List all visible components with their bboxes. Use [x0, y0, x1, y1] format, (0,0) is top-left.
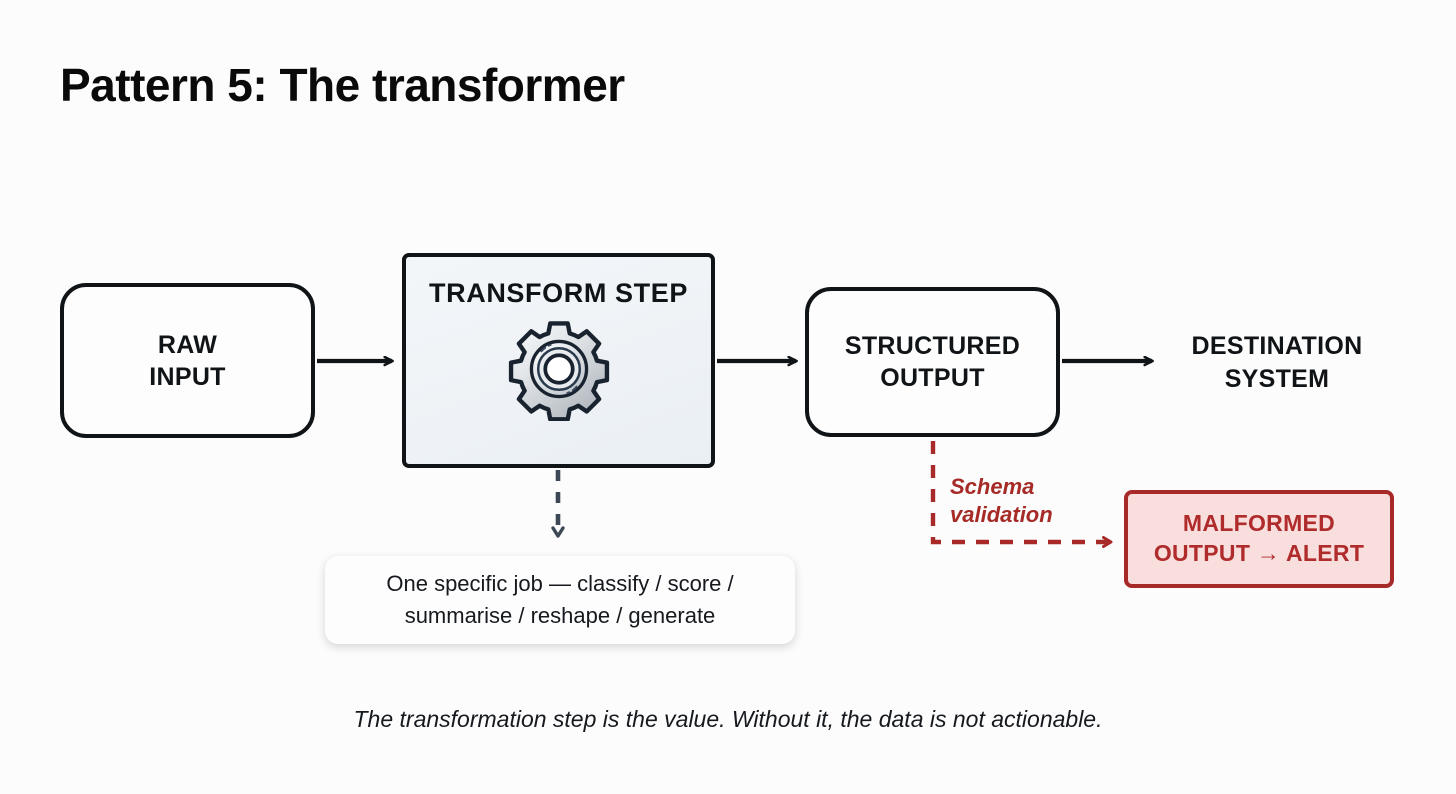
gear-icon — [507, 317, 611, 422]
page-title: Pattern 5: The transformer — [60, 59, 625, 111]
node-malformed-alert-line2: OUTPUT → ALERT — [1153, 540, 1365, 566]
node-destination-system-line2: SYSTEM — [1224, 364, 1330, 393]
node-malformed-alert-line1: MALFORMED — [1182, 510, 1336, 537]
node-structured-output-line1: STRUCTURED — [844, 332, 1021, 360]
node-structured-output[interactable]: STRUCTURED OUTPUT — [805, 287, 1060, 437]
footer-caption: The transformation step is the value. Wi… — [353, 706, 1103, 732]
callout-line2: summarise / reshape / generate — [404, 603, 716, 628]
node-destination-system: DESTINATION SYSTEM — [1162, 330, 1392, 395]
node-raw-input[interactable]: RAW INPUT — [60, 283, 315, 438]
callout-transform-detail: One specific job — classify / score / su… — [325, 556, 795, 644]
node-structured-output-line2: OUTPUT — [880, 364, 985, 392]
node-raw-input-text: RAW INPUT — [149, 329, 226, 393]
node-malformed-alert[interactable]: MALFORMED OUTPUT → ALERT — [1124, 490, 1394, 588]
node-transform-step[interactable]: TRANSFORM STEP — [402, 253, 715, 468]
node-destination-system-line1: DESTINATION — [1191, 332, 1363, 360]
edge-label-schema-validation-line2: validation — [950, 502, 1053, 528]
node-transform-step-label: TRANSFORM STEP — [429, 278, 688, 308]
callout-text: One specific job — classify / score / su… — [386, 568, 733, 632]
edge-label-schema-validation: Schema validation — [950, 473, 1085, 529]
node-structured-output-text: STRUCTURED OUTPUT — [845, 330, 1020, 394]
node-raw-input-line2: INPUT — [149, 362, 226, 391]
edge-label-schema-validation-line1: Schema — [950, 474, 1035, 499]
node-raw-input-line1: RAW — [157, 330, 218, 359]
callout-line1: One specific job — classify / score / — [386, 571, 734, 597]
node-malformed-alert-text: MALFORMED OUTPUT → ALERT — [1154, 509, 1364, 569]
